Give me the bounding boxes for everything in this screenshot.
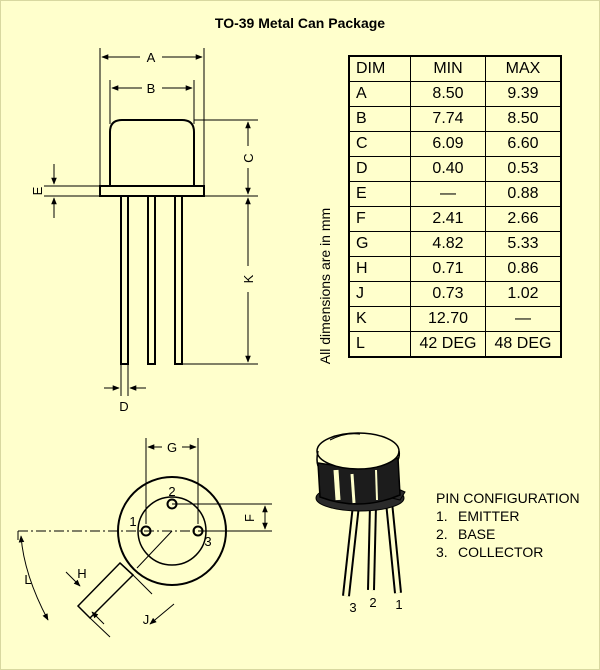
- col-header-dim: DIM: [348, 55, 411, 82]
- dim-label-e: E: [30, 186, 45, 195]
- cell-max: 6.60: [485, 131, 562, 157]
- cell-dim: G: [348, 231, 411, 257]
- pin-config-name: EMITTER: [458, 508, 520, 524]
- pin-config-item: 1. EMITTER: [436, 507, 580, 525]
- cell-dim: A: [348, 81, 411, 107]
- pin-config-name: COLLECTOR: [458, 544, 544, 560]
- dim-label-b: B: [147, 81, 156, 96]
- pin-config-num: 3.: [436, 544, 448, 560]
- cell-max: 48 DEG: [485, 331, 562, 358]
- lead-right: [174, 195, 183, 365]
- cell-max: 0.53: [485, 156, 562, 182]
- cell-dim: C: [348, 131, 411, 157]
- cell-dim: D: [348, 156, 411, 182]
- cell-min: 42 DEG: [410, 331, 486, 358]
- cell-max: 5.33: [485, 231, 562, 257]
- col-header-min: MIN: [410, 55, 486, 82]
- cell-dim: L: [348, 331, 411, 358]
- dim-label-d: D: [119, 399, 128, 414]
- can-flange: [99, 185, 205, 197]
- cell-min: 2.41: [410, 206, 486, 232]
- cell-dim: H: [348, 256, 411, 282]
- pin-config-heading: PIN CONFIGURATION: [436, 490, 580, 506]
- cell-min: 12.70: [410, 306, 486, 332]
- cell-max: 1.02: [485, 281, 562, 307]
- lead-left: [120, 195, 129, 365]
- pin-config-item: 2. BASE: [436, 525, 580, 543]
- cell-max: 8.50: [485, 106, 562, 132]
- pin-config-num: 1.: [436, 508, 448, 524]
- pin-config-name: BASE: [458, 526, 496, 542]
- dim-label-a: A: [147, 50, 156, 65]
- dim-label-c: C: [241, 153, 256, 162]
- table-row: E—0.88: [348, 181, 562, 207]
- cell-max: —: [485, 306, 562, 332]
- cell-min: 8.50: [410, 81, 486, 107]
- units-note: All dimensions are in mm: [317, 207, 333, 365]
- diagram-title: TO-39 Metal Can Package: [214, 15, 386, 31]
- cell-min: 4.82: [410, 231, 486, 257]
- cell-min: 0.73: [410, 281, 486, 307]
- pin-config-item: 3. COLLECTOR: [436, 543, 580, 561]
- table-header-row: DIM MIN MAX: [348, 55, 562, 82]
- cell-min: 0.71: [410, 256, 486, 282]
- cell-min: —: [410, 181, 486, 207]
- cell-max: 0.88: [485, 181, 562, 207]
- cell-dim: B: [348, 106, 411, 132]
- cell-max: 0.86: [485, 256, 562, 282]
- pin-configuration: PIN CONFIGURATION 1. EMITTER 2. BASE 3. COL…: [436, 489, 580, 561]
- cell-max: 9.39: [485, 81, 562, 107]
- cell-min: 0.40: [410, 156, 486, 182]
- cell-min: 6.09: [410, 131, 486, 157]
- lead-middle: [147, 195, 156, 365]
- cell-dim: J: [348, 281, 411, 307]
- dim-label-k: K: [241, 274, 256, 283]
- col-header-max: MAX: [485, 55, 562, 82]
- pin-config-num: 2.: [436, 526, 448, 542]
- cell-dim: E: [348, 181, 411, 207]
- cell-max: 2.66: [485, 206, 562, 232]
- can-body: [109, 119, 195, 187]
- cell-dim: F: [348, 206, 411, 232]
- cell-min: 7.74: [410, 106, 486, 132]
- cell-dim: K: [348, 306, 411, 332]
